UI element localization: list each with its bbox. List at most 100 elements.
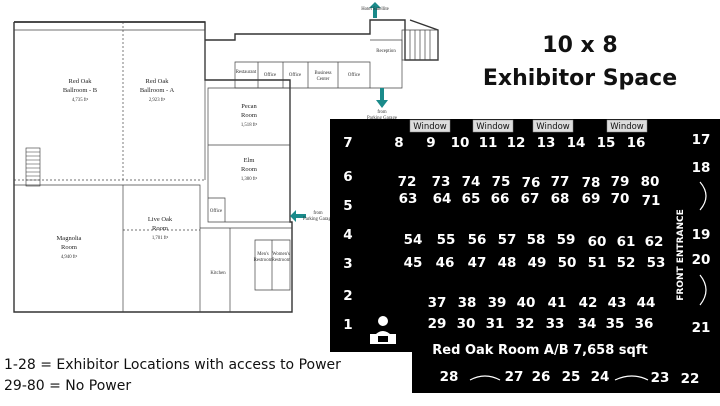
booth-59: 59: [557, 232, 576, 248]
office-label-1: Office: [264, 73, 276, 78]
door-arc-right-1: [699, 181, 707, 211]
booth-37: 37: [428, 295, 447, 311]
room-magnolia-area: 4,940 ft²: [61, 254, 78, 260]
booth-78: 78: [582, 175, 601, 191]
booth-46: 46: [436, 255, 455, 271]
door-arc-right-2: [699, 274, 707, 306]
booth-39: 39: [488, 295, 507, 311]
booth-80: 80: [641, 174, 660, 190]
booth-72: 72: [398, 174, 417, 190]
speaker-podium-icon: [370, 316, 396, 344]
booth-27: 27: [505, 369, 524, 385]
booth-47: 47: [468, 255, 487, 271]
booth-1: 1: [343, 317, 352, 333]
booth-56: 56: [468, 232, 487, 248]
booth-30: 30: [457, 316, 476, 332]
booth-76: 76: [522, 175, 541, 191]
venue-floor-plan: Red Oak Ballroom - B 4,735 ft² Red Oak B…: [13, 2, 439, 313]
window-label-3: Window: [536, 122, 570, 132]
hotel-satellite-label: Hotel Satellite: [361, 7, 389, 12]
window-4: [606, 119, 648, 133]
booth-5: 5: [343, 198, 352, 214]
booth-3: 3: [343, 256, 352, 272]
booth-63: 63: [399, 191, 418, 207]
office-label-2: Office: [289, 73, 301, 78]
booth-57: 57: [498, 232, 517, 248]
stairs-left: [25, 147, 41, 187]
booth-52: 52: [617, 255, 636, 271]
restaurant-label: Restaurant: [236, 70, 257, 75]
room-pecan-name1: Pecan: [241, 103, 257, 110]
booth-34: 34: [578, 316, 597, 332]
room-red-oak-b-area: 4,735 ft²: [72, 97, 89, 103]
booth-18: 18: [692, 160, 711, 176]
room-magnolia-name2: Room: [61, 244, 77, 251]
window-2: [472, 119, 514, 133]
booth-64: 64: [433, 191, 452, 207]
booth-20: 20: [692, 252, 711, 268]
booth-67: 67: [521, 191, 540, 207]
business-center-label1: Business: [314, 71, 331, 76]
room-red-oak-b-name2: Ballroom - B: [63, 87, 98, 94]
window-3: [532, 119, 574, 133]
booth-26: 26: [532, 369, 551, 385]
booth-15: 15: [597, 135, 616, 151]
room-red-oak-a-name2: Ballroom - A: [140, 87, 175, 94]
booth-28: 28: [440, 369, 459, 385]
parking-arrow-right-icon: [290, 210, 306, 222]
booth-14: 14: [567, 135, 586, 151]
front-entrance-label: FRONT ENTRANCE: [676, 209, 686, 301]
hall-floor: [330, 119, 720, 393]
booth-45: 45: [404, 255, 423, 271]
booth-50: 50: [558, 255, 577, 271]
booth-4: 4: [343, 227, 352, 243]
booth-32: 32: [516, 316, 535, 332]
hall-room-label: Red Oak Room A/B 7,658 sqft: [432, 343, 647, 358]
room-live-oak-area: 1,701 ft²: [152, 235, 169, 241]
parking-top-label1: from: [377, 110, 387, 115]
booth-42: 42: [579, 295, 598, 311]
booth-79: 79: [611, 174, 630, 190]
booth-13: 13: [537, 135, 556, 151]
booth-12: 12: [507, 135, 526, 151]
room-elm-name1: Elm: [244, 157, 255, 164]
parking-right-label2: Parking Garage: [303, 217, 333, 222]
title-size: 10 x 8: [542, 33, 618, 58]
booth-73: 73: [432, 174, 451, 190]
window-label-4: Window: [610, 122, 644, 132]
room-elm-name2: Room: [241, 166, 257, 173]
booth-22: 22: [681, 371, 700, 387]
booth-54: 54: [404, 232, 423, 248]
womens-label: Women's: [272, 252, 290, 257]
booth-11: 11: [479, 135, 498, 151]
window-label-2: Window: [476, 122, 510, 132]
booth-51: 51: [588, 255, 607, 271]
office-label-3: Office: [348, 73, 360, 78]
booth-60: 60: [588, 234, 607, 250]
booth-29: 29: [428, 316, 447, 332]
booth-61: 61: [617, 234, 636, 250]
booth-69: 69: [582, 191, 601, 207]
booth-49: 49: [528, 255, 547, 271]
booth-62: 62: [645, 234, 664, 250]
booth-2: 2: [343, 288, 352, 304]
booth-77: 77: [551, 174, 570, 190]
parking-arrow-top-icon: [376, 88, 388, 108]
kitchen-label: Kitchen: [210, 271, 226, 276]
booth-10: 10: [451, 135, 470, 151]
booth-65: 65: [462, 191, 481, 207]
mens-restroom-label: Restroom: [254, 258, 273, 263]
booth-7: 7: [343, 135, 352, 151]
room-elm-area: 1,380 ft²: [241, 176, 258, 182]
room-red-oak-a-area: 2,923 ft²: [149, 97, 166, 103]
booth-16: 16: [627, 135, 646, 151]
door-arc-bottom-1: [469, 375, 501, 381]
parking-top-label2: Parking Garage: [367, 116, 397, 121]
room-live-oak-name2: Room: [152, 225, 168, 232]
booth-38: 38: [458, 295, 477, 311]
booth-25: 25: [562, 369, 581, 385]
room-red-oak-b-name1: Red Oak: [69, 78, 93, 85]
window-1: [409, 119, 451, 133]
